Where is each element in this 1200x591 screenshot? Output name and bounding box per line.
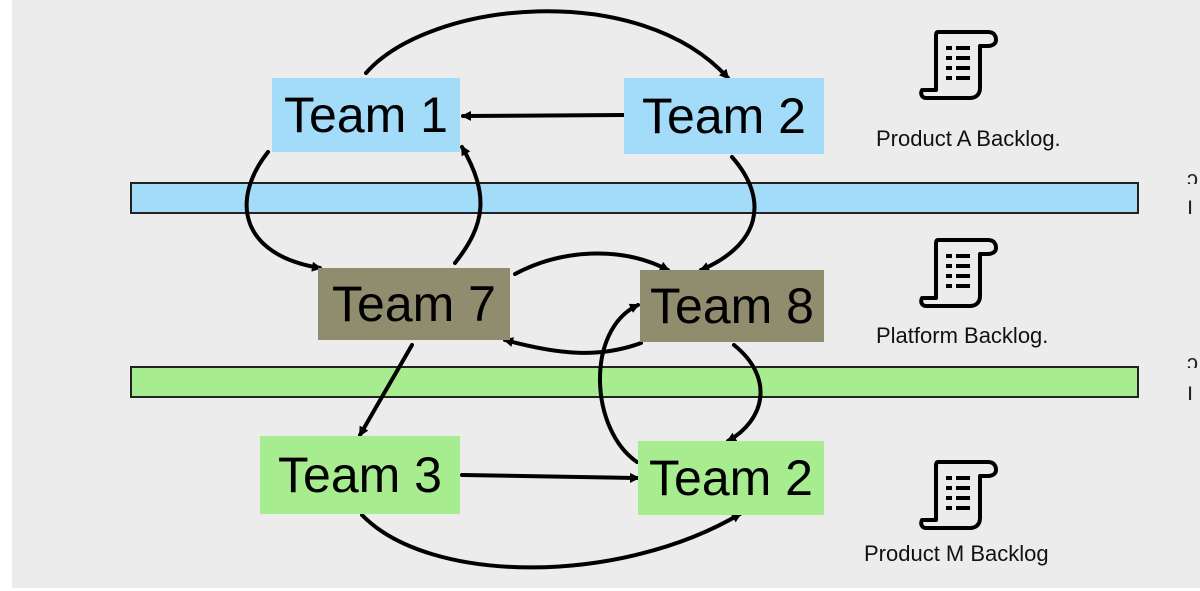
- clipped-text-fragment: ɔ: [1187, 166, 1198, 184]
- team-3-box: Team 3: [260, 436, 460, 514]
- team-7-label: Team 7: [332, 276, 496, 332]
- team-8-box: Team 8: [640, 270, 824, 342]
- product-m-backlog-scroll-icon: [919, 460, 998, 530]
- arrow-team7-to-team8: [513, 251, 670, 276]
- arrow-team2-to-team8: [699, 155, 757, 272]
- clipped-text-fragment: I: [1187, 382, 1194, 400]
- arrow-team7-to-team3: [358, 343, 414, 437]
- platform-backlog-label: Platform Backlog.: [876, 323, 1049, 348]
- product-a-backlog-label: Product A Backlog.: [876, 126, 1061, 151]
- team-2-top-label: Team 2: [642, 88, 806, 144]
- team-3-label: Team 3: [278, 447, 442, 503]
- arrow-team2-bottom-to-team8: [598, 303, 640, 464]
- team-7-box: Team 7: [318, 268, 510, 340]
- arrow-team3-to-team2-bottom: [460, 472, 640, 483]
- platform-backlog-scroll-icon: [919, 238, 998, 308]
- team-8-label: Team 8: [650, 278, 814, 334]
- arrow-team1-to-team2-top: [364, 9, 730, 80]
- arrow-team8-to-team2-bottom: [726, 343, 763, 443]
- arrow-team7-to-team1: [453, 145, 483, 265]
- product-a-backlog-scroll-icon: [919, 30, 998, 100]
- arrow-team2-to-team1: [461, 110, 626, 121]
- team-1-label: Team 1: [284, 87, 448, 143]
- product-m-band: [130, 366, 1139, 398]
- product-a-band: [130, 182, 1139, 214]
- arrow-team1-to-team7: [244, 150, 322, 272]
- product-m-backlog-label: Product M Backlog: [864, 541, 1049, 566]
- team-2-bottom-label: Team 2: [649, 450, 813, 506]
- arrow-team3-to-team2-bottom-curve: [360, 512, 742, 570]
- team-1-box: Team 1: [272, 78, 460, 152]
- diagram-canvas: [12, 0, 1200, 588]
- clipped-text-fragment: ɔ: [1187, 350, 1198, 368]
- arrow-team8-to-team7: [503, 337, 643, 355]
- team-2-bottom-box: Team 2: [638, 441, 824, 515]
- team-2-top-box: Team 2: [624, 78, 824, 154]
- clipped-text-fragment: I: [1187, 196, 1194, 214]
